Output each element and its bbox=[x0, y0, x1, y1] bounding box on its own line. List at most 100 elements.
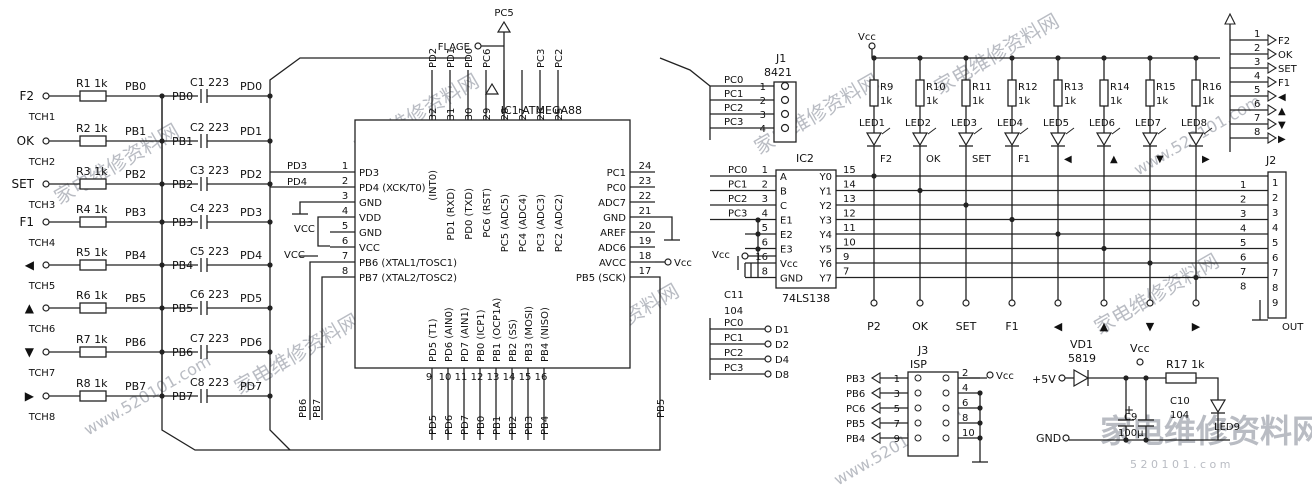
vd1-label: VD1 bbox=[1070, 338, 1093, 351]
led-bottom-terminal bbox=[1100, 299, 1108, 307]
pin-name: PB4 (NISO) bbox=[540, 307, 551, 362]
pin-name: GND bbox=[603, 213, 626, 224]
key-label: OK bbox=[17, 134, 35, 148]
net-label: PC2 bbox=[554, 49, 565, 68]
pin-number: 9 bbox=[843, 252, 849, 263]
net-label: PD4 bbox=[287, 177, 307, 188]
isp-pin bbox=[942, 374, 950, 382]
pin-name: AREF bbox=[600, 228, 626, 239]
top-arrow bbox=[1224, 12, 1236, 25]
output-label: ▼ bbox=[1278, 120, 1286, 131]
pb5-label: PB5 bbox=[656, 399, 667, 418]
flage-label: FLAGE bbox=[438, 42, 470, 53]
pin-number: 8 bbox=[342, 266, 348, 277]
isp-arrow bbox=[870, 372, 881, 384]
led-bottom-label: F1 bbox=[1005, 320, 1018, 333]
pin-number: 7 bbox=[1272, 268, 1278, 279]
led-bottom-terminal bbox=[1192, 299, 1200, 307]
isp-pin bbox=[914, 404, 922, 412]
pin-number: 1 bbox=[1272, 178, 1278, 189]
pin-number: 8 bbox=[1240, 282, 1246, 293]
junction-dot bbox=[1055, 231, 1061, 237]
junction-dot bbox=[977, 420, 983, 426]
key-terminal bbox=[42, 392, 50, 400]
led-ray bbox=[1065, 127, 1075, 135]
output-arrow bbox=[1267, 118, 1278, 130]
net-label: PB7 bbox=[125, 380, 146, 393]
pin-number: 32 bbox=[428, 108, 439, 121]
net-label: PC3 bbox=[536, 49, 547, 68]
pin-number: 1 bbox=[894, 374, 900, 385]
resistor-label: R1 1k bbox=[76, 77, 108, 90]
led-bottom-terminal bbox=[1146, 299, 1154, 307]
pin-name: VCC bbox=[359, 243, 380, 254]
pin-number: 22 bbox=[639, 191, 652, 202]
pin-number: 9 bbox=[426, 372, 432, 383]
pin-number: 16 bbox=[535, 372, 548, 383]
net-label: PD1 bbox=[446, 48, 457, 68]
d-label: D2 bbox=[775, 340, 789, 351]
capacitor-label: C4 223 bbox=[190, 202, 229, 215]
pin-number: 3 bbox=[894, 389, 900, 400]
led-LED8 bbox=[1187, 132, 1205, 147]
pin-number: 27 bbox=[518, 108, 529, 121]
output-label: OK bbox=[1278, 50, 1293, 61]
resistor-label: R6 1k bbox=[76, 289, 108, 302]
pin-name: PD0 (TXD) bbox=[464, 188, 475, 240]
isp-vcc-terminal bbox=[986, 371, 994, 379]
led-label: LED7 bbox=[1135, 118, 1161, 129]
resistor-R1 bbox=[79, 90, 107, 102]
pin-number: 1 bbox=[342, 161, 348, 172]
resistor-value: 1k bbox=[1064, 96, 1076, 107]
ic1-body bbox=[354, 119, 631, 369]
net-label: PD2 bbox=[240, 168, 262, 181]
capacitor-label: C5 223 bbox=[190, 245, 229, 258]
resistor-R6 bbox=[79, 302, 107, 314]
pin-number: 9 bbox=[1272, 298, 1278, 309]
net-label: PB2 bbox=[508, 416, 519, 435]
key-label: F2 bbox=[19, 89, 34, 103]
capacitor-label: C7 223 bbox=[190, 332, 229, 345]
pc5-label: PC5 bbox=[494, 8, 513, 19]
watermark-text: 家电维修资料网 bbox=[1090, 249, 1223, 340]
resistor-R5 bbox=[79, 259, 107, 271]
isp-pin bbox=[942, 419, 950, 427]
resistor-R2 bbox=[79, 135, 107, 147]
watermark-text: 家电维修资料网 bbox=[930, 9, 1063, 100]
resistor-label: R8 1k bbox=[76, 377, 108, 390]
pin-number: 2 bbox=[760, 96, 766, 107]
pin-number: 3 bbox=[1254, 57, 1260, 68]
avcc-terminal bbox=[664, 258, 672, 266]
net-label: PB1 bbox=[172, 135, 193, 148]
watermark-text: 家电维修资料网 bbox=[50, 119, 183, 210]
led-label: LED6 bbox=[1089, 118, 1115, 129]
pin-name: Y0 bbox=[819, 172, 832, 183]
output-label: F1 bbox=[1278, 78, 1290, 89]
key-label: SET bbox=[11, 177, 34, 191]
ic2-body bbox=[775, 169, 837, 289]
pin-name: PC0 bbox=[607, 183, 626, 194]
resistor-label: R14 bbox=[1110, 82, 1130, 93]
led-label: LED4 bbox=[997, 118, 1023, 129]
touch-label: TCH4 bbox=[28, 238, 55, 249]
pin-number: 18 bbox=[639, 251, 652, 262]
output-arrow bbox=[1267, 34, 1278, 46]
c9-value: 100μ bbox=[1118, 428, 1144, 439]
pin-number: 1 bbox=[762, 165, 768, 176]
resistor-R12 bbox=[1007, 79, 1017, 107]
led-label: LED1 bbox=[859, 118, 885, 129]
net-label: PD6 bbox=[240, 336, 262, 349]
junction-dot bbox=[1193, 274, 1199, 281]
net-label: PB0 bbox=[172, 90, 193, 103]
pin-number: 20 bbox=[639, 221, 652, 232]
net-label: PB5 bbox=[172, 302, 193, 315]
resistor-label: R15 bbox=[1156, 82, 1176, 93]
net-label: PC1 bbox=[724, 333, 743, 344]
wire bbox=[321, 276, 330, 420]
pin-name: PD6 (AIN0) bbox=[444, 307, 455, 362]
isp-net-label: PB6 bbox=[846, 389, 865, 400]
j3-body bbox=[907, 371, 959, 457]
net-label: PC0 bbox=[724, 75, 743, 86]
pin-name: PC3 (ADC3) bbox=[536, 194, 547, 252]
